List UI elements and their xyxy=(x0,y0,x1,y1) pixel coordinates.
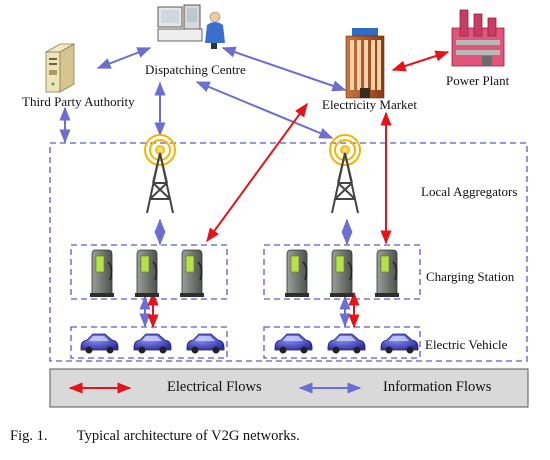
figure-caption-text: Typical architecture of V2G networks. xyxy=(76,428,300,444)
charging-kiosks xyxy=(90,249,399,297)
electricity-market-label: Electricity Market xyxy=(322,97,417,112)
figure-number: Fig. 1. xyxy=(10,428,48,444)
charging-kiosk-icon xyxy=(330,249,354,297)
legend-information-flows: Information Flows xyxy=(383,379,492,395)
third-party-authority-icon xyxy=(44,43,76,93)
charging-kiosk-icon xyxy=(135,249,159,297)
electric-vehicle-icon xyxy=(380,333,419,354)
charging-kiosk-icon xyxy=(90,249,114,297)
information-flow-arrows xyxy=(59,46,353,328)
charging-kiosk-icon xyxy=(285,249,309,297)
electric-vehicle-label: Electric Vehicle xyxy=(425,337,508,352)
dispatching-centre-label: Dispatching Centre xyxy=(145,62,246,77)
electric-vehicles xyxy=(80,333,419,354)
electricity-market-icon xyxy=(345,28,385,99)
electric-vehicle-icon xyxy=(327,333,366,354)
charging-station-label: Charging Station xyxy=(426,269,515,284)
legend-panel xyxy=(49,368,529,408)
dispatching-centre-icon xyxy=(157,4,225,49)
local-aggregators-label: Local Aggregators xyxy=(421,184,518,199)
local-aggregators-box xyxy=(49,142,528,362)
figure-caption: Fig. 1. Typical architecture of V2G netw… xyxy=(10,428,300,445)
electric-vehicle-icon xyxy=(274,333,313,354)
electric-vehicle-icon xyxy=(186,333,225,354)
electric-vehicle-icon xyxy=(133,333,172,354)
electric-vehicle-icon xyxy=(80,333,119,354)
charging-kiosk-icon xyxy=(375,249,399,297)
power-plant-label: Power Plant xyxy=(446,73,510,88)
legend-electrical-flows: Electrical Flows xyxy=(167,379,262,395)
power-plant-icon xyxy=(451,9,505,67)
electrical-flow-arrows xyxy=(147,50,450,329)
charging-station-groups xyxy=(70,244,421,300)
local-aggregator-tower-icon xyxy=(144,134,176,214)
third-party-authority-label: Third Party Authority xyxy=(22,94,135,109)
charging-kiosk-icon xyxy=(180,249,204,297)
electric-vehicle-groups xyxy=(70,326,421,359)
local-aggregator-tower-icon xyxy=(329,134,361,214)
